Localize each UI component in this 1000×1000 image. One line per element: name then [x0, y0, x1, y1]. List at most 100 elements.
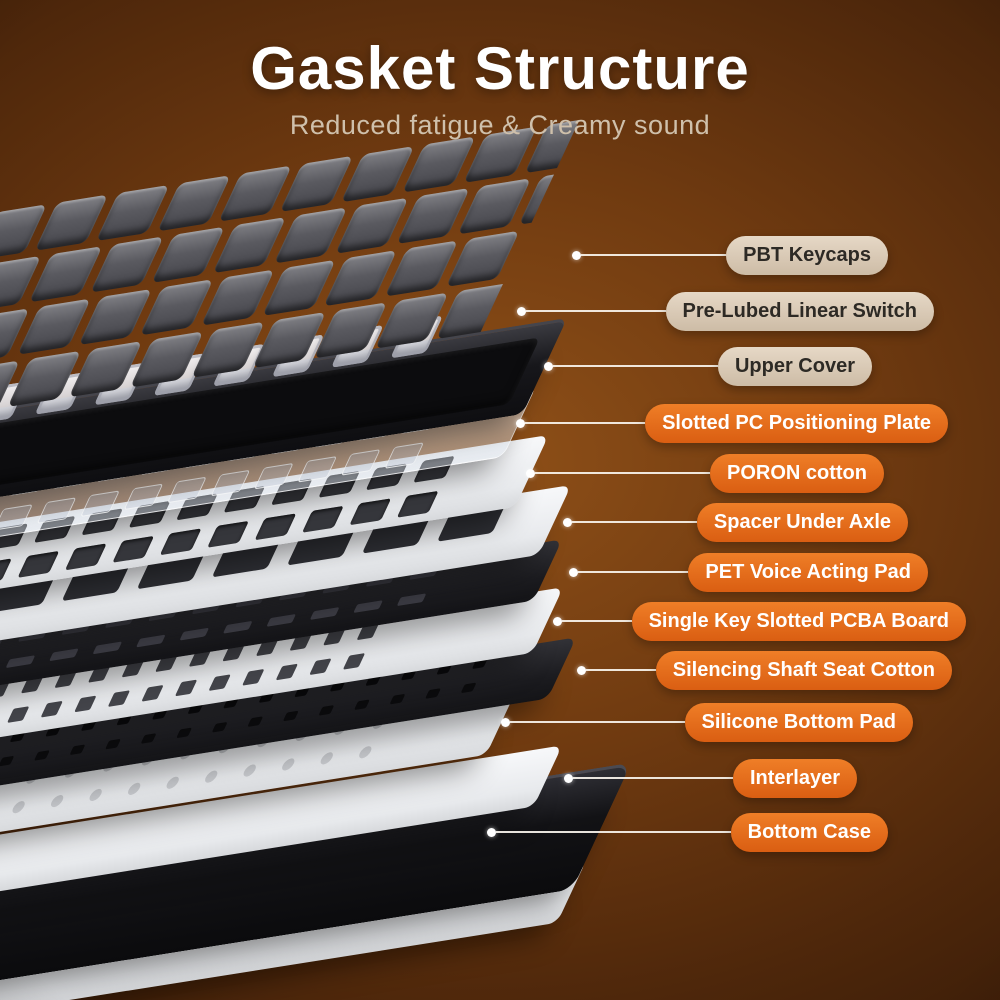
keycap — [273, 207, 348, 264]
fdot — [69, 744, 86, 756]
keycap — [17, 298, 91, 355]
fdot — [33, 750, 50, 761]
hole — [64, 543, 107, 571]
keycap — [157, 175, 231, 232]
label-interlayer: Interlayer — [563, 757, 857, 799]
slot — [384, 442, 425, 469]
label-pill: Spacer Under Axle — [696, 502, 908, 542]
slot — [123, 483, 164, 511]
keycap — [457, 178, 532, 235]
slot — [253, 462, 294, 490]
petslot — [179, 627, 210, 641]
label-poron-cotton: PORON cotton — [526, 452, 884, 494]
keycap — [90, 236, 164, 293]
keycap — [384, 240, 459, 297]
socket — [342, 653, 366, 670]
petslot — [135, 634, 166, 648]
slot — [36, 497, 77, 524]
hole — [17, 550, 60, 578]
socket — [242, 668, 265, 686]
sdot — [357, 745, 374, 760]
sdot — [87, 788, 104, 802]
leader-dot — [576, 665, 586, 675]
hole — [112, 535, 155, 563]
sdot — [48, 794, 66, 808]
keycap — [7, 350, 82, 407]
keycap — [34, 194, 109, 251]
keycap — [200, 269, 275, 326]
sdot — [280, 757, 297, 772]
hole — [207, 520, 249, 548]
socket — [309, 658, 332, 676]
leader-line — [525, 422, 646, 424]
petslot — [5, 655, 36, 669]
leader-dot — [569, 567, 579, 577]
leader-line — [572, 777, 733, 779]
hole — [396, 490, 439, 518]
leader-dot — [562, 517, 572, 527]
leader-dot — [572, 250, 582, 260]
petslot — [222, 620, 253, 634]
label-pill: Slotted PC Positioning Plate — [645, 403, 948, 443]
keycap — [518, 168, 581, 225]
petslot — [353, 600, 383, 613]
socket — [174, 679, 198, 697]
socket — [6, 706, 30, 723]
keycap — [279, 155, 354, 213]
keycap — [507, 220, 581, 278]
label-pill: Interlayer — [732, 758, 857, 798]
leader-dot — [543, 361, 553, 371]
keycap — [374, 292, 449, 349]
label-pill: Pre-Lubed Linear Switch — [665, 291, 934, 331]
keycap — [212, 217, 287, 274]
label-pill: Upper Cover — [717, 346, 872, 386]
fdot — [318, 705, 335, 716]
leader-dot — [486, 827, 496, 837]
label-single-key-slotted-pcba-board: Single Key Slotted PCBA Board — [552, 600, 966, 642]
label-silicone-bottom-pad: Silicone Bottom Pad — [500, 701, 913, 743]
label-pbt-keycaps: PBT Keycaps — [572, 234, 888, 276]
keycap — [129, 331, 204, 388]
leader-line — [578, 571, 689, 573]
slot — [210, 469, 251, 497]
petslot — [309, 607, 340, 620]
hole — [254, 513, 297, 541]
label-slotted-pc-positioning-plate: Slotted PC Positioning Plate — [516, 402, 948, 444]
leader-line — [561, 620, 632, 622]
label-pill: Bottom Case — [730, 812, 888, 852]
keycap — [252, 311, 327, 369]
keycap — [95, 184, 170, 242]
keycap — [262, 259, 336, 317]
label-upper-cover: Upper Cover — [543, 345, 872, 387]
keycap — [313, 302, 388, 359]
sdot — [202, 769, 220, 784]
label-pill: PBT Keycaps — [726, 235, 888, 275]
socket — [275, 663, 299, 681]
hole — [301, 505, 344, 533]
slot — [166, 476, 207, 504]
slot — [0, 504, 33, 531]
slot — [80, 490, 120, 518]
petslot — [92, 641, 123, 655]
label-pet-voice-acting-pad: PET Voice Acting Pad — [569, 551, 928, 593]
sdot — [318, 751, 336, 766]
sdot — [164, 775, 181, 790]
label-pre-lubed-linear-switch: Pre-Lubed Linear Switch — [516, 290, 934, 332]
label-spacer-under-axle: Spacer Under Axle — [562, 501, 908, 543]
label-pill: Single Key Slotted PCBA Board — [631, 601, 966, 641]
keycap — [334, 197, 409, 254]
socket — [141, 684, 164, 702]
page-subtitle: Reduced fatigue & Creamy sound — [289, 110, 711, 140]
fdot — [105, 738, 121, 750]
label-pill: PORON cotton — [710, 453, 884, 493]
hole — [159, 528, 202, 556]
fdot — [353, 699, 370, 711]
label-pill: Silencing Shaft Seat Cotton — [655, 650, 952, 690]
fdot — [176, 727, 193, 739]
leader-dot — [563, 773, 573, 783]
slot — [340, 449, 381, 476]
fdot — [0, 755, 15, 767]
leader-dot — [500, 717, 510, 727]
keycap — [445, 230, 520, 287]
